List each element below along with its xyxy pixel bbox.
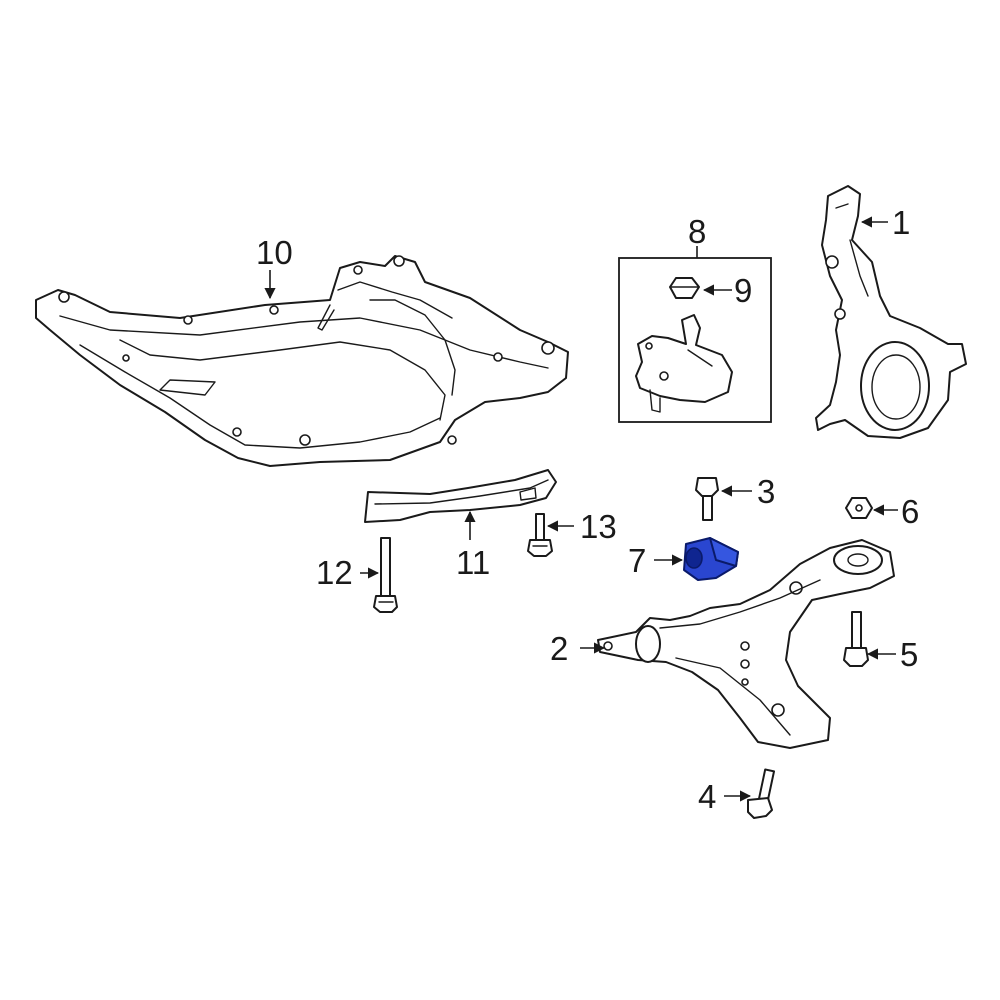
callout-7[interactable]: 7	[628, 542, 646, 579]
callout-10[interactable]: 10	[256, 234, 293, 271]
bolt-3-part[interactable]	[695, 477, 719, 521]
ball-joint-part[interactable]	[635, 314, 733, 413]
nut-6-part[interactable]	[845, 497, 873, 519]
callout-4[interactable]: 4	[698, 778, 716, 815]
callout-9[interactable]: 9	[734, 272, 752, 309]
callout-11[interactable]: 11	[456, 544, 490, 581]
bolt-12-part[interactable]	[373, 537, 398, 613]
crossmember-part[interactable]	[35, 255, 569, 467]
callout-2[interactable]: 2	[550, 630, 568, 667]
callout-12[interactable]: 12	[316, 554, 353, 591]
callout-5[interactable]: 5	[900, 636, 918, 673]
lower-control-arm-part[interactable]	[597, 539, 895, 749]
callout-3[interactable]: 3	[757, 473, 775, 510]
brace-part[interactable]	[364, 469, 557, 523]
callout-13[interactable]: 13	[580, 508, 617, 545]
bolt-5-part[interactable]	[843, 611, 869, 667]
callout-8[interactable]: 8	[688, 213, 706, 250]
callout-1[interactable]: 1	[892, 204, 910, 241]
steering-knuckle-part[interactable]	[815, 185, 967, 439]
bolt-13-part[interactable]	[527, 513, 553, 557]
nut-9-part[interactable]	[669, 277, 700, 299]
bushing-part[interactable]	[683, 537, 739, 581]
bolt-4-part[interactable]	[747, 768, 776, 819]
callout-6[interactable]: 6	[901, 493, 919, 530]
